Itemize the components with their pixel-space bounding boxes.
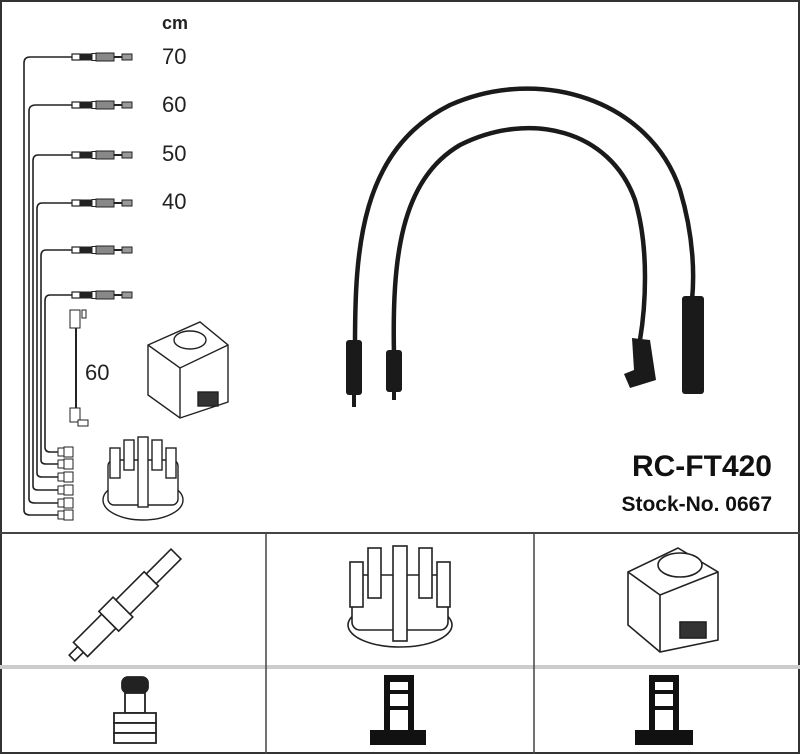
connector	[71, 198, 133, 208]
cable-3	[32, 154, 72, 491]
cable-length-label: 70	[162, 44, 187, 69]
stock-number: Stock-No. 0667	[621, 493, 772, 516]
terminal	[57, 458, 74, 470]
connector	[71, 52, 133, 62]
short-cable	[391, 125, 648, 356]
long-cable	[352, 86, 696, 346]
terminal	[57, 471, 74, 483]
unit-label: cm	[162, 13, 189, 33]
ignition-coil-icon	[627, 547, 719, 653]
product-code: RC-FT420	[631, 450, 772, 483]
cable-length-label: 50	[162, 141, 187, 166]
distributor-cap-icon	[347, 545, 453, 648]
spark-plug-icon	[68, 547, 183, 662]
angled-boot	[624, 338, 656, 388]
cable-5	[40, 249, 72, 465]
spark-plug-terminal-icon	[113, 676, 157, 744]
cable-connectors	[57, 52, 133, 521]
connector	[71, 290, 133, 300]
coil-terminal-icon	[635, 675, 693, 745]
terminal	[57, 484, 74, 496]
terminal	[57, 446, 74, 458]
cable-6	[44, 294, 72, 453]
cable-length-label: 60	[162, 92, 187, 117]
terminal	[57, 509, 74, 521]
cable-length-label: 40	[162, 189, 187, 214]
cable-boots	[346, 296, 704, 407]
cable-4	[36, 202, 72, 478]
distributor-terminal-icon	[370, 675, 426, 745]
plug-boot	[386, 350, 402, 392]
terminal	[57, 497, 74, 509]
coil-cable-length-label: 60	[85, 360, 110, 385]
connector	[71, 100, 133, 110]
coil-boot	[682, 296, 704, 394]
cable-set	[352, 86, 696, 356]
coil-cable-connector	[69, 309, 81, 329]
plug-boot	[346, 340, 362, 395]
ignition-coil-small-icon	[147, 321, 229, 419]
connector	[71, 245, 133, 255]
distributor-cap-small-icon	[102, 436, 184, 521]
cable-1	[23, 56, 72, 516]
cable-schematic	[23, 56, 77, 516]
cable-2	[28, 104, 72, 504]
coil-cable-terminal	[69, 407, 81, 423]
connector	[71, 150, 133, 160]
